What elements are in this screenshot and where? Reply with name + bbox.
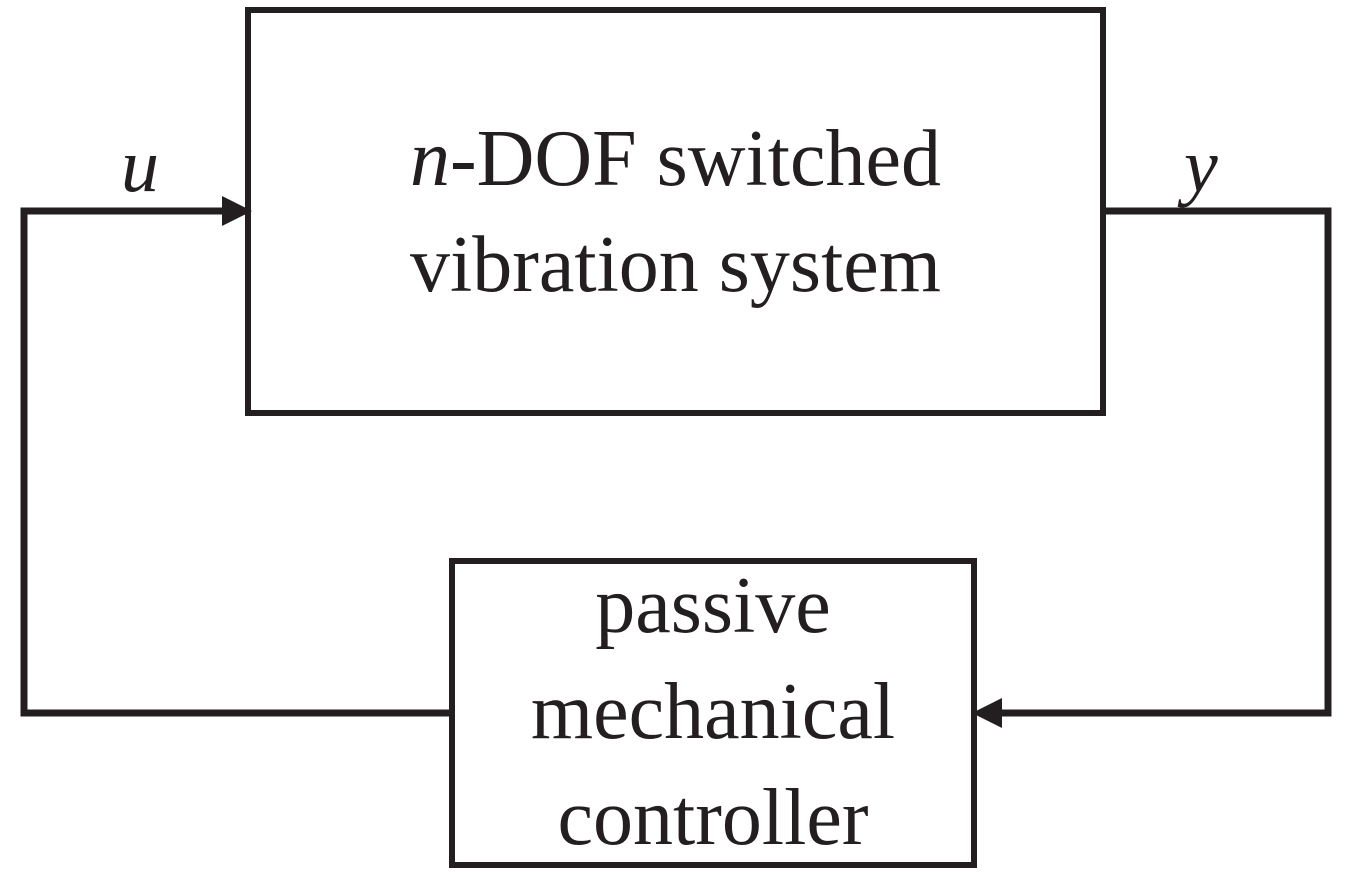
input-line xyxy=(20,207,452,717)
controller-label: passive mechanical controller xyxy=(455,553,971,871)
plant-input-arrowhead xyxy=(222,196,252,226)
plant-label-line1: n-DOF switched xyxy=(410,106,941,212)
controller-label-line2: mechanical xyxy=(530,668,896,756)
input-signal-label: u xyxy=(121,124,159,208)
controller-label-line3: controller xyxy=(557,774,869,862)
plant-label-dof-variable: n xyxy=(409,115,450,203)
plant-label-line2: vibration system xyxy=(409,221,942,309)
controller-label-line1: passive xyxy=(595,562,831,650)
plant-label: n-DOF switched vibration system xyxy=(251,106,1100,318)
output-feedback-line xyxy=(995,207,1332,717)
controller-input-arrowhead xyxy=(972,698,1002,728)
output-signal-label: y xyxy=(1184,124,1218,208)
plant-label-line1-rest: -DOF switched xyxy=(449,115,942,203)
